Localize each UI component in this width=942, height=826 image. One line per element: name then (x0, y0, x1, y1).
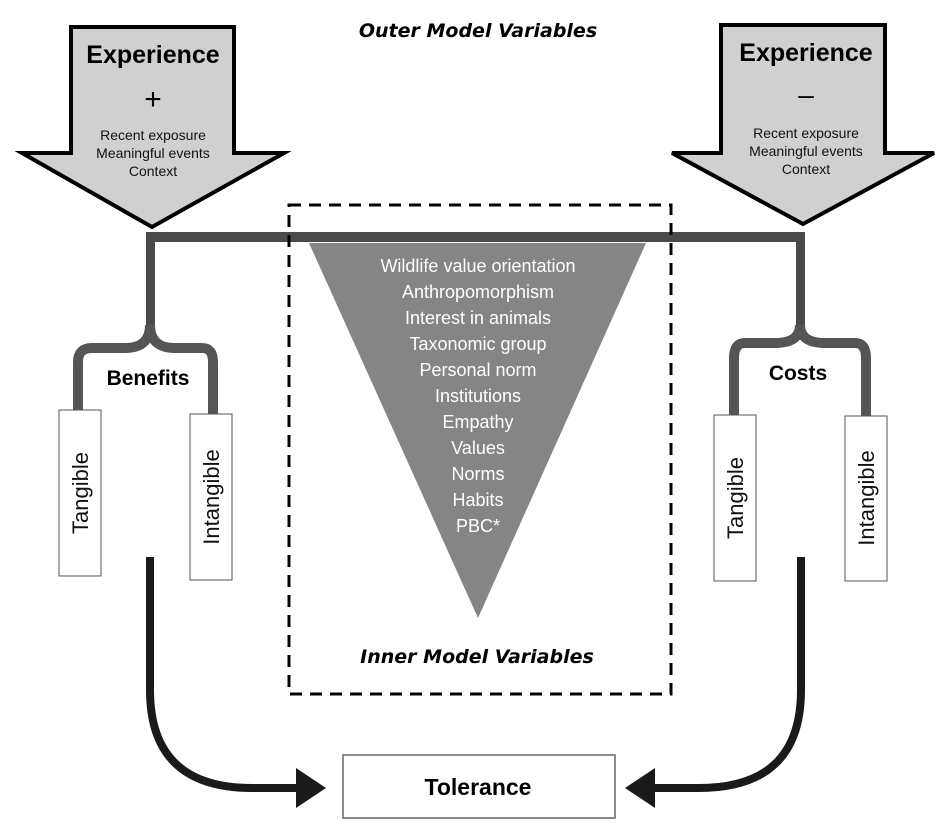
costs-tangible-box: Tangible (713, 414, 757, 582)
experience-negative-item: Recent exposure (753, 125, 859, 141)
benefits-brace (73, 324, 218, 414)
experience-negative-title: Experience (739, 39, 873, 67)
experience-positive-item: Recent exposure (100, 127, 206, 143)
benefits-tangible-label: Tangible (68, 452, 93, 534)
minus-sign: – (798, 79, 814, 110)
arrow-shape (14, 25, 292, 230)
benefits-tangible-box: Tangible (58, 409, 102, 577)
inner-variable: Empathy (442, 412, 513, 432)
inner-model-box (287, 203, 673, 696)
experience-negative-arrow: Experience – Recent exposure Meaningful … (671, 23, 935, 227)
horizontal-connector (146, 232, 805, 242)
costs-label: Costs (769, 362, 827, 385)
experience-positive-item: Context (129, 163, 177, 179)
inner-variables-triangle (309, 243, 646, 618)
inner-variable: Anthropomorphism (402, 282, 554, 302)
costs-arrowhead-icon (625, 768, 655, 808)
inner-variable: Taxonomic group (409, 334, 546, 354)
benefits-to-tolerance-arrow (146, 557, 300, 792)
inner-variable: Wildlife value orientation (380, 256, 575, 276)
experience-negative-item: Meaningful events (749, 143, 863, 159)
arrow-shape (671, 23, 935, 227)
experience-negative-item: Context (782, 161, 830, 177)
costs-intangible-label: Intangible (854, 450, 879, 545)
outer-model-title: Outer Model Variables (359, 20, 597, 42)
benefits-intangible-label: Intangible (199, 449, 224, 544)
inner-variable: Institutions (435, 386, 521, 406)
costs-brace (729, 324, 871, 416)
inner-variable: Values (451, 438, 505, 458)
right-vertical-connector (796, 232, 805, 327)
inner-variable: Interest in animals (405, 308, 551, 328)
inner-variable: PBC* (456, 516, 500, 536)
costs-tangible-label: Tangible (723, 457, 748, 539)
experience-positive-item: Meaningful events (96, 145, 210, 161)
costs-intangible-box: Intangible (844, 415, 888, 582)
costs-to-tolerance-arrow (650, 557, 805, 792)
experience-positive-title: Experience (86, 41, 220, 69)
benefits-intangible-box: Intangible (189, 413, 233, 581)
tolerance-box: Tolerance (342, 754, 616, 819)
inner-variables-list: Wildlife value orientation Anthropomorph… (380, 256, 575, 536)
inner-variable: Personal norm (419, 360, 536, 380)
benefits-arrowhead-icon (296, 768, 326, 808)
inner-variable: Norms (452, 464, 505, 484)
plus-sign: + (144, 83, 162, 116)
benefits-label: Benefits (107, 367, 190, 390)
inner-variable: Habits (452, 490, 503, 510)
tolerance-label: Tolerance (425, 774, 532, 800)
left-vertical-connector (146, 232, 155, 327)
experience-positive-arrow: Experience + Recent exposure Meaningful … (14, 25, 292, 230)
inner-model-title: Inner Model Variables (360, 646, 594, 668)
